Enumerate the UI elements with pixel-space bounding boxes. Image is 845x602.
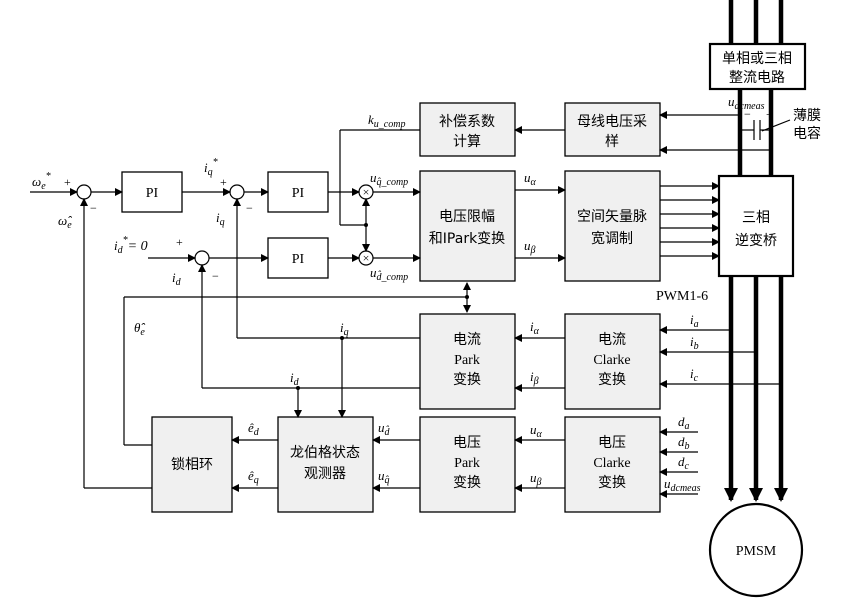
svg-text:uα: uα [530,422,543,440]
film-cap-label-2: 电容 [793,125,821,142]
svg-text:uβ: uβ [530,470,542,488]
current-clarke-block: 电流 Clarke 变换 [565,314,660,409]
voltage-limit-ipark-block: 电压限幅 和IPark变换 [420,171,515,281]
motor-pmsm: PMSM [710,504,802,596]
svg-text:ud̂: ud̂ [378,420,391,438]
svg-text:ud̂_comp: ud̂_comp [370,265,408,283]
svg-text:Clarke: Clarke [593,456,630,471]
motor-label: PMSM [736,544,777,559]
film-cap-label-1: 薄膜 [793,108,821,124]
svg-text:PI: PI [146,186,159,201]
svg-text:补偿系数: 补偿系数 [439,114,495,130]
svg-text:iq*: iq* [204,157,218,178]
voltage-park-block: 电压 Park 变换 [420,417,515,512]
svg-text:电流: 电流 [453,332,481,348]
rectifier-label-2: 整流电路 [729,70,785,86]
svg-text:和IPark变换: 和IPark变换 [429,230,505,247]
svg-text:dc: dc [678,454,690,472]
svg-text:ωe*: ωe* [32,171,51,192]
svg-text:iq: iq [216,210,225,228]
svg-text:db: db [678,434,690,452]
svg-text:+: + [220,175,227,189]
svg-text:+: + [766,107,773,121]
svg-text:×: × [363,185,370,199]
svg-text:变换: 变换 [453,371,481,388]
bus-voltage-sample-block: 母线电压采 样 [565,103,660,156]
svg-text:+: + [176,235,183,249]
pwm-label: PWM1-6 [656,289,708,304]
mult-d: × [359,251,373,265]
svg-text:锁相环: 锁相环 [171,457,213,473]
svg-text:Clarke: Clarke [593,353,630,368]
svg-text:iα: iα [530,319,540,337]
svg-text:空间矢量脉: 空间矢量脉 [577,209,647,225]
svg-text:uq̂_comp: uq̂_comp [370,170,408,188]
pi-speed-block: PI [122,172,182,212]
rectifier-block: 单相或三相 整流电路 [710,44,805,89]
svg-text:变换: 变换 [453,474,481,491]
svg-text:−: − [212,269,219,283]
svg-text:×: × [363,251,370,265]
svg-text:da: da [678,414,690,432]
svg-text:uq̂: uq̂ [378,468,390,486]
svg-text:êq: êq [248,468,259,486]
svg-text:龙伯格状态: 龙伯格状态 [290,445,360,461]
svg-text:ia: ia [690,312,699,330]
svg-text:id: id [172,270,182,288]
inverter-block: 三相 逆变桥 [719,176,793,276]
inverter-label-1: 三相 [742,210,770,226]
inverter-label-2: 逆变桥 [735,233,777,249]
svg-text:PI: PI [292,186,305,201]
sum-iq [230,185,244,199]
voltage-clarke-block: 电压 Clarke 变换 [565,417,660,512]
svg-text:−: − [246,201,253,215]
svg-text:êd: êd [248,420,260,438]
sum-id [195,251,209,265]
svg-text:udcmeas: udcmeas [728,94,765,112]
svg-text:uβ: uβ [524,238,536,256]
svg-text:ic: ic [690,366,699,384]
svg-text:θ̂e: θ̂e [134,320,145,338]
svg-text:udcmeas: udcmeas [664,476,701,494]
svg-text:−: − [90,201,97,215]
current-park-block: 电流 Park 变换 [420,314,515,409]
svg-text:Park: Park [454,456,480,471]
mult-q: × [359,185,373,199]
svg-text:变换: 变换 [598,371,626,388]
svg-text:id*= 0: id*= 0 [114,235,148,256]
svg-text:电流: 电流 [598,332,626,348]
svg-text:母线电压采: 母线电压采 [577,114,647,130]
luenberger-observer-block: 龙伯格状态 观测器 [278,417,373,512]
svg-text:PI: PI [292,252,305,267]
svg-text:ω̂e: ω̂e [58,213,72,231]
svg-text:uα: uα [524,170,537,188]
svg-text:电压: 电压 [598,435,626,451]
rectifier-label-1: 单相或三相 [722,51,792,67]
svg-text:ib: ib [690,334,699,352]
sum-speed [77,185,91,199]
svg-text:观测器: 观测器 [304,466,346,482]
svpwm-block: 空间矢量脉 宽调制 [565,171,660,281]
svg-text:iq: iq [340,320,349,338]
svg-text:ku_comp: ku_comp [368,112,405,130]
pi-id-block: PI [268,238,328,278]
svg-text:id: id [290,370,300,388]
svg-text:电压: 电压 [453,435,481,451]
svg-text:变换: 变换 [598,474,626,491]
pi-iq-block: PI [268,172,328,212]
svg-text:样: 样 [605,134,619,150]
svg-text:宽调制: 宽调制 [591,230,633,247]
svg-text:电压限幅: 电压限幅 [439,209,495,225]
comp-coef-block: 补偿系数 计算 [420,103,515,156]
svg-text:+: + [64,175,71,189]
svg-text:iβ: iβ [530,369,539,387]
svg-text:Park: Park [454,353,480,368]
svg-text:计算: 计算 [453,134,481,150]
pll-block: 锁相环 [152,417,232,512]
